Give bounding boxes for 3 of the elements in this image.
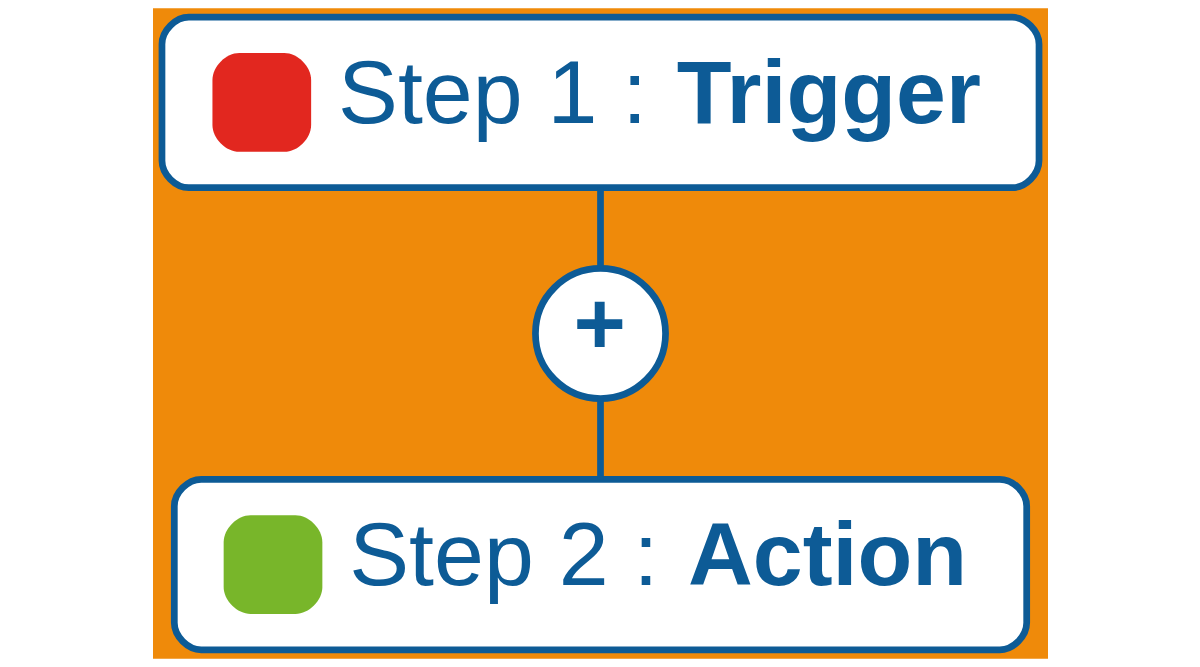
node-circle: + — [531, 265, 669, 402]
node-box: Step 1 : Trigger — [158, 13, 1042, 192]
node-box: Step 2 : Action — [170, 475, 1030, 654]
